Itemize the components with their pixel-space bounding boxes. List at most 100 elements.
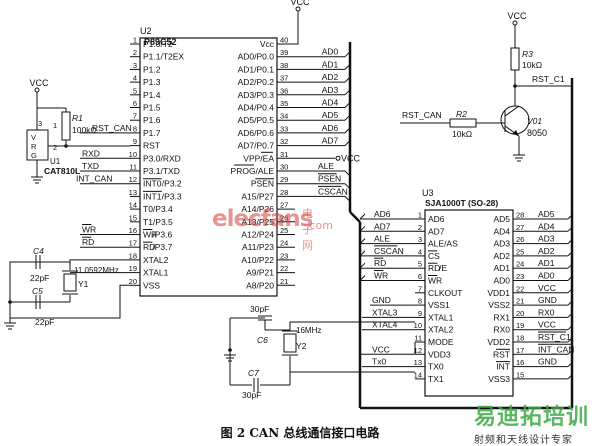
junction-dot (513, 84, 517, 88)
u3-right-net-label: VCC (538, 320, 556, 330)
u2-pin-name: PSEN (251, 179, 274, 189)
r3-net-label: RST_C1 (532, 74, 565, 84)
u3-left-net-label: WR (374, 271, 388, 281)
u3-left-net-label: Tx0 (372, 357, 386, 367)
y1-value-label: 11.0592MHz (74, 266, 119, 275)
u2-pin-name: VSS (143, 280, 160, 290)
watermark-logo-main: 易迪拓培训 (474, 405, 590, 430)
u2-net-label: AD1 (322, 59, 339, 69)
u2-pin-name: AD3/P0.3 (238, 90, 275, 100)
u3-pin-number: 17 (516, 346, 524, 355)
u2-net-label: AD4 (322, 98, 339, 108)
u3-pin-name: AD6 (428, 214, 445, 224)
u2-pin-name: P1.2 (143, 64, 161, 74)
u3-right-net-label: AD1 (538, 258, 555, 268)
crystal-body (63, 273, 77, 292)
u3-pin-number: 20 (516, 309, 524, 318)
u1-ref-label: U1 (50, 157, 61, 166)
bus-entry (567, 214, 573, 220)
q1-ref-label: V01 (527, 116, 542, 126)
u3-part-label: SJA1000T (SO-28) (425, 198, 498, 208)
u3-pin-name: TX1 (428, 374, 444, 384)
u3-pin-name: WR (428, 276, 442, 286)
u3-pin-number: 13 (414, 358, 422, 367)
u2-pin-name: VPP/EA (243, 153, 274, 163)
u1-part-label: CAT810L (44, 166, 80, 176)
u2-pin-name: INT1 (143, 191, 162, 201)
u2-net-label: PSEN (318, 174, 341, 184)
u2-net-label: AD2 (322, 72, 339, 82)
u3-pin-name: CLKOUT (428, 288, 462, 298)
bus-entry (567, 313, 573, 318)
u2-pin-name: XTAL2 (143, 255, 169, 265)
u2-pin-number: 16 (129, 226, 137, 235)
u3-pin-number: 23 (516, 272, 524, 281)
u3-right-net-label: AD2 (538, 246, 555, 256)
u2-pin-number: 23 (280, 251, 288, 260)
u1-body (26, 129, 49, 161)
c6-ref-label: C6 (257, 335, 268, 345)
u3-left-net-label: CSCAN (374, 246, 404, 256)
u3-pin-name: RD (428, 263, 440, 273)
u2-pin-number: 3 (133, 61, 137, 70)
u2-vcc-wire (295, 18, 299, 45)
u1-pin-name: G (31, 151, 37, 160)
vcc-terminal (512, 20, 518, 26)
u2-pin-number: 24 (280, 239, 288, 248)
u3-chip-body (424, 209, 514, 397)
u2-pin-name: AD5/P0.5 (238, 115, 275, 125)
u3-right-net-label: AD4 (538, 221, 555, 231)
u2-pin-number: 4 (133, 74, 137, 83)
bus-entry (359, 262, 366, 269)
u2-pin-number: 28 (280, 188, 288, 197)
u2-pin-name: /P3.6 (152, 230, 172, 240)
vss-gnd-wire (10, 284, 130, 319)
u3-left-net-label: GND (372, 295, 391, 305)
u2-pin-number: 11 (129, 163, 137, 172)
u2-net-label: AD3 (322, 85, 339, 95)
figure-caption: 图 2 CAN 总线通信接口电路 (220, 426, 380, 440)
u2-pin-name: AD1/P0.1 (238, 64, 275, 74)
u3-pin-name: AD7 (428, 226, 445, 236)
u3-pin-name: VSS2 (488, 300, 510, 310)
bus-entry (567, 374, 573, 380)
u3-pin-name: AD2 (493, 251, 510, 261)
u3-pin-number: 4 (418, 247, 422, 256)
u3-pin-name: VSS3 (488, 374, 510, 384)
u2-left-net-label: INT_CAN (76, 174, 112, 184)
u2-pin-name: P1.1/T2EX (143, 52, 184, 62)
bus-entry (567, 263, 573, 269)
y2-value-label: 16MHz (296, 326, 321, 335)
u2-net-label: CSCAN (318, 186, 348, 196)
u3-pin-number: 14 (414, 370, 422, 379)
u2-pin-name: RST (143, 141, 160, 151)
watermark-elecfans: elecfans 电子网 .com (212, 206, 333, 252)
y1-ref-label: Y1 (78, 279, 89, 289)
u2-pin-number: 26 (280, 213, 288, 222)
u3-pin-name: VSS1 (428, 300, 450, 310)
u3-pin-number: 25 (516, 247, 524, 256)
u3-right-net-label: RX0 (538, 307, 555, 317)
u2-ref-label: U2 (140, 26, 152, 36)
u2-pin-name: A15/P27 (241, 191, 274, 201)
u2-pin-number: 29 (280, 175, 288, 184)
watermark-elecfans-url: .com (306, 219, 333, 232)
u3-right-net-label: GND (538, 357, 557, 367)
r1-ref-label: R1 (72, 113, 83, 123)
u1-pin-number: 2 (53, 143, 57, 152)
u2-pin-number: 22 (280, 264, 288, 273)
u3-right-net-label: RST_C1 (538, 332, 571, 342)
u2-pin-name: P3.0/RXD (143, 153, 181, 163)
u2-pin-number: 12 (129, 175, 137, 184)
u2-pin-number: 39 (280, 48, 288, 57)
u3-pin-number: 28 (516, 211, 524, 220)
wiring-layer (4, 11, 574, 410)
u2-pin-number: 14 (129, 201, 137, 210)
u3-pin-name: RST (493, 349, 510, 359)
u2-pin-number: 27 (280, 201, 288, 210)
xtal4-route-wire (289, 356, 415, 373)
bus-entry (359, 250, 366, 257)
u2-pin-name: A11/P23 (242, 242, 274, 252)
bus-entry (567, 239, 573, 244)
u3-pin-number: 6 (418, 272, 422, 281)
